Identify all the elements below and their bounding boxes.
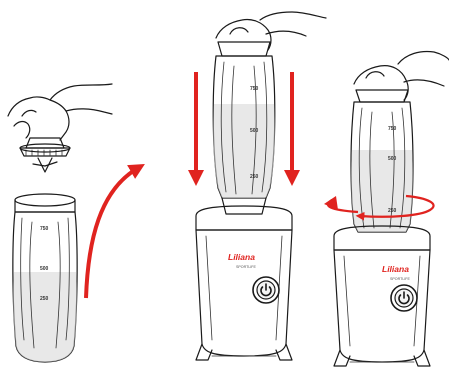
power-button-2[interactable] [252,276,280,304]
step-1-attach-blade: 750 500 250 [7,83,145,363]
brand-model-3: SPORTLIFE [390,277,411,281]
step-3-twist-lock: 750 500 250 Liliana SPORTLIFE [324,50,449,367]
motor-base-2: Liliana SPORTLIFE [195,205,293,361]
curved-arrow-next-step [84,163,145,299]
inverted-bottle-2: 750 500 250 [212,41,276,215]
power-icon [398,291,410,305]
hand-1 [7,83,113,141]
power-button-3[interactable] [390,284,418,312]
bottle3-mark-750: 750 [388,126,397,132]
brand-logo-3: Liliana [382,264,409,274]
bottle3-mark-500: 500 [388,156,397,162]
step-2-insert-bottle: 750 500 250 Liliana SPORTLIFE [188,11,327,361]
brand-logo-2: Liliana [228,252,255,262]
power-icon [260,283,272,297]
hand-3 [353,50,449,101]
hand-2 [215,11,327,51]
bottle-mark-500: 500 [40,266,49,272]
bottle-mark-750: 750 [40,226,49,232]
bottle-mark-250: 250 [40,296,49,302]
bottle2-mark-250: 250 [250,174,259,180]
open-bottle: 750 500 250 [12,193,78,363]
brand-model-2: SPORTLIFE [236,265,257,269]
rotation-arrow-head-left [324,196,338,210]
bottle2-mark-750: 750 [250,86,259,92]
motor-base-3: Liliana SPORTLIFE [333,225,431,367]
blade-lid [19,137,71,173]
seated-bottle-3: 750 500 250 [350,89,414,233]
bottle3-mark-250: 250 [388,208,397,214]
bottle2-mark-500: 500 [250,128,259,134]
